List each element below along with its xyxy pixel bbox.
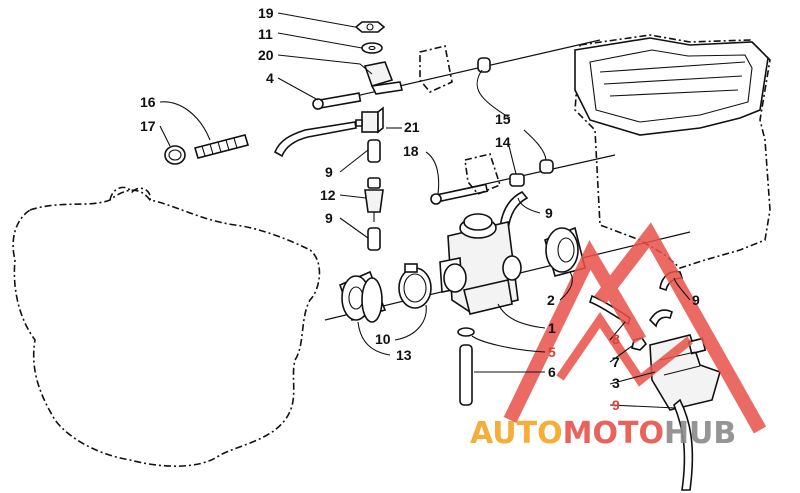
drain-tube-6 [459,344,473,406]
clamp-17 [164,145,186,165]
callout-21: 21 [404,119,420,135]
airbox-lid-inner [589,49,753,123]
hose-9-link [648,309,673,328]
watermark-logo-mark [503,222,767,434]
hose-segment-9a [367,139,381,163]
callout-3: 3 [612,375,620,391]
watermark-hub: HUB [664,416,736,451]
washer-11 [361,42,383,54]
spacer-15-lower [539,159,554,174]
callout-12: 12 [320,187,336,203]
airbox-outline [574,34,771,269]
screw-18 [430,183,489,205]
callout-9e: 9 [612,397,620,413]
callout-9b: 9 [325,210,333,226]
callout-4: 4 [266,70,274,86]
callout-14: 14 [495,134,511,150]
callout-20: 20 [258,47,274,63]
spacer-15-upper [477,57,491,73]
bushing-14 [509,173,525,187]
watermark-auto: AUTO [470,416,563,451]
callout-15: 15 [495,111,511,127]
hose-9-top [273,121,357,158]
airbox-lid [574,37,769,136]
mount-block-upper [419,45,453,93]
callout-11: 11 [258,26,273,42]
engine-top-bump [109,186,151,201]
clip-5 [457,327,475,337]
callout-9c: 9 [545,205,553,221]
callout-2: 2 [547,292,555,308]
screw-4 [312,92,362,110]
callout-1: 1 [548,320,556,336]
callout-9a: 9 [325,164,333,180]
callout-18: 18 [403,143,419,159]
fitting-21 [355,106,384,134]
callout-16: 16 [140,94,156,110]
callout-10: 10 [375,331,391,347]
clamp-10 [398,263,432,309]
callout-9d: 9 [692,292,700,308]
callout-8: 8 [612,331,620,347]
callout-6: 6 [548,364,556,380]
watermark-moto: MOTO [563,416,664,451]
watermark-text: AUTOMOTOHUB [470,416,736,451]
nut-19 [354,21,386,33]
callout-7: 7 [612,354,620,370]
callout-5: 5 [548,344,556,360]
vent-hose-9 [499,191,529,231]
bracket-20 [363,61,403,95]
carburetor-1 [439,213,522,315]
mount-block-lower [464,153,501,195]
callout-19: 19 [258,5,274,21]
callouts: 19 11 20 4 16 17 21 15 14 18 9 12 9 9 2 … [140,5,700,413]
boot-2 [544,226,586,277]
engine-outline [12,189,321,467]
hose-segment-9b [367,227,381,251]
spring-16 [193,134,250,159]
adapter-13 [339,270,387,323]
hose-9-bottom [673,398,694,491]
callout-17: 17 [140,118,156,134]
leader-lines [159,12,691,409]
airbox-lid-rib [599,61,746,97]
callout-13: 13 [396,347,412,363]
filter-12 [364,177,384,222]
